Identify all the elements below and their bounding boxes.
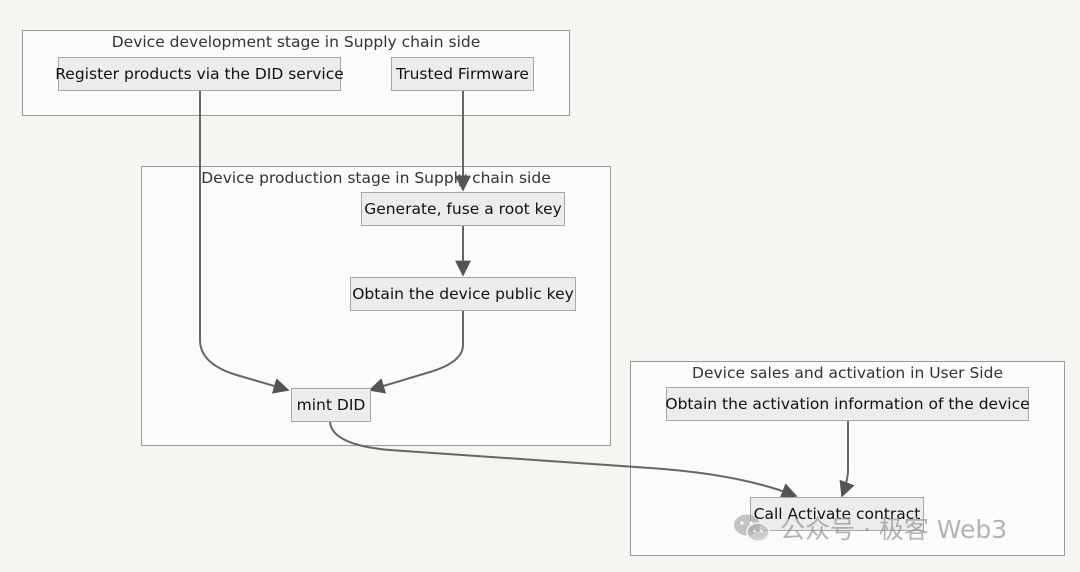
node-call-activate-contract[interactable]: Call Activate contract	[750, 497, 924, 531]
cluster-sales-title: Device sales and activation in User Side	[692, 364, 1003, 382]
node-obtain-activation-info[interactable]: Obtain the activation information of the…	[665, 387, 1030, 421]
cluster-production-title: Device production stage in Supply chain …	[201, 169, 551, 187]
watermark-text: 公众号 · 极客 Web3	[780, 515, 1008, 544]
node-generate-root-key[interactable]: Generate, fuse a root key	[361, 192, 565, 226]
watermark: 公众号 · 极客 Web3	[732, 510, 1007, 546]
node-trusted-firmware[interactable]: Trusted Firmware	[391, 57, 534, 91]
node-obtain-public-key[interactable]: Obtain the device public key	[350, 277, 576, 311]
node-mint-did[interactable]: mint DID	[291, 388, 371, 422]
wechat-icon	[732, 512, 772, 544]
cluster-development-title: Device development stage in Supply chain…	[111, 33, 481, 51]
node-register-products[interactable]: Register products via the DID service	[55, 57, 344, 91]
